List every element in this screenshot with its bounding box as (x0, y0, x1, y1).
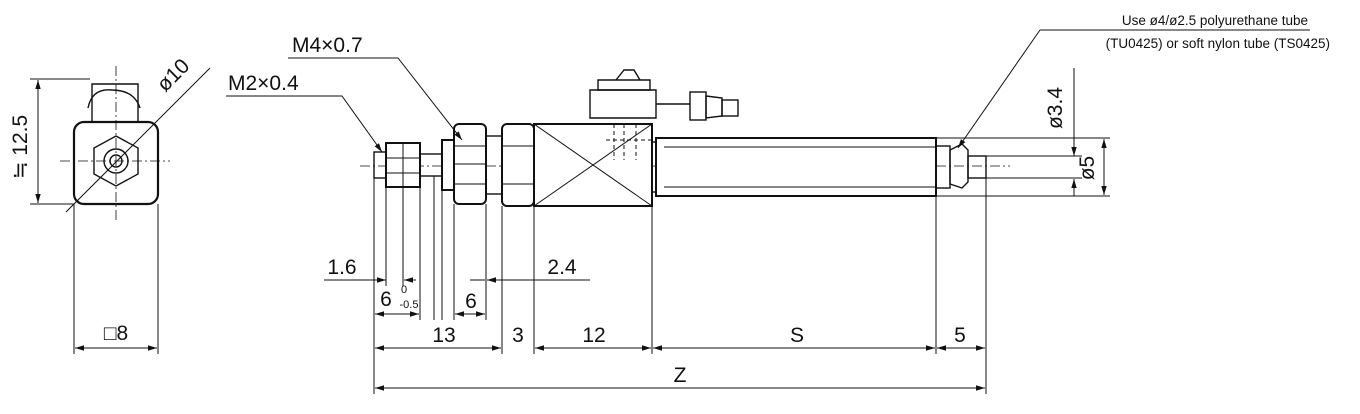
front-view: ≒ 12.5 ø10 □8 (9, 54, 211, 354)
tube-note-leader (957, 29, 1041, 149)
dim-2-4-label: 2.4 (547, 256, 577, 279)
dim-1-6-label: 1.6 (327, 256, 356, 279)
dim-Z-label: Z (674, 364, 687, 387)
tol-lower-label: -0.5 (400, 299, 419, 311)
head-cover (501, 123, 535, 207)
m4-leader (288, 57, 463, 141)
dia10-leader (65, 67, 211, 213)
side-view: M4×0.7 M2×0.4 Use ø4/ø2.5 polyurethane t… (226, 13, 1330, 394)
tol-upper-label: 0 (401, 284, 407, 296)
dim-12-label: 12 (582, 324, 605, 347)
dim-6-tol-label: 6 (380, 288, 392, 311)
front-view-hex-nut (93, 135, 139, 187)
end-fitting (935, 145, 951, 189)
thread-m4-label: M4×0.7 (292, 34, 363, 57)
dim-dia34-label: ø3.4 (1044, 87, 1067, 129)
tube-note-line1: Use ø4/ø2.5 polyurethane tube (1122, 13, 1308, 28)
dim-5-label: 5 (954, 324, 966, 347)
dim-S-label: S (790, 324, 804, 347)
dim-3-label: 3 (512, 324, 524, 347)
dim-height-label: ≒ 12.5 (9, 115, 32, 179)
rod-end (373, 151, 387, 179)
switch-fitting (589, 89, 657, 119)
dim-6-label: 6 (465, 290, 477, 313)
dim-square8-label: □8 (104, 322, 128, 345)
dim-dia5-label: ø5 (1076, 156, 1099, 181)
dim-13-label: 13 (432, 324, 455, 347)
thread-m2-label: M2×0.4 (228, 72, 299, 95)
m2-leader (226, 95, 383, 153)
tube-note-line2: (TU0425) or soft nylon tube (TS0425) (1106, 36, 1330, 51)
piston-rod (419, 153, 443, 177)
